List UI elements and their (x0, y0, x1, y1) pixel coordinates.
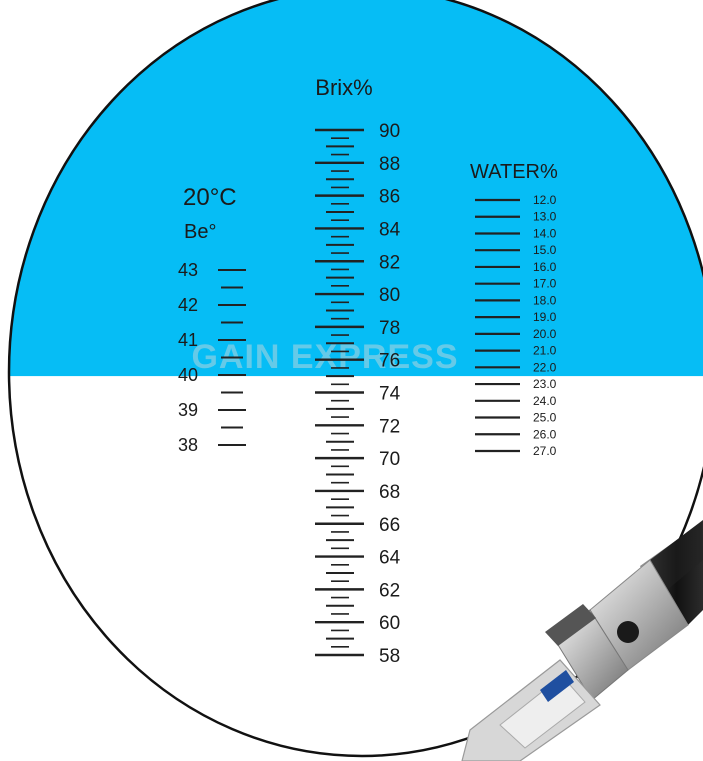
water-tick-label: 18.0 (533, 293, 557, 307)
brix-tick-label: 88 (379, 154, 400, 175)
brix-tick-label: 74 (379, 384, 401, 405)
water-tick-label: 17.0 (533, 277, 557, 291)
brix-tick-label: 64 (379, 548, 401, 569)
water-tick-label: 26.0 (533, 427, 557, 441)
baume-tick-label: 42 (178, 295, 198, 315)
brix-tick-label: 78 (379, 318, 400, 339)
brix-tick-label: 80 (379, 285, 400, 306)
brix-scale-title: Brix% (315, 75, 372, 100)
brix-tick-label: 82 (379, 252, 400, 273)
baume-tick-label: 40 (178, 365, 198, 385)
water-tick-label: 16.0 (533, 260, 557, 274)
water-tick-label: 15.0 (533, 243, 557, 257)
water-tick-label: 25.0 (533, 411, 557, 425)
water-tick-label: 24.0 (533, 394, 557, 408)
brix-tick-label: 90 (379, 121, 400, 142)
water-scale-title: WATER% (470, 161, 558, 183)
refractometer-icon (461, 520, 703, 761)
brix-tick-label: 76 (379, 351, 400, 372)
baume-scale: 43 42 41 40 39 38 (178, 260, 246, 455)
water-tick-label: 20.0 (533, 327, 557, 341)
baume-tick-label: 38 (178, 435, 198, 455)
brix-tick-label: 58 (379, 646, 400, 667)
brix-tick-label: 68 (379, 482, 400, 503)
field-blue-shade (9, 0, 703, 377)
brix-tick-label: 84 (379, 219, 401, 240)
water-tick-label: 19.0 (533, 310, 557, 324)
brix-tick-label: 70 (379, 449, 400, 470)
baume-tick-label: 43 (178, 260, 198, 280)
water-tick-label: 23.0 (533, 377, 557, 391)
water-tick-label: 27.0 (533, 444, 557, 458)
baume-unit-label: Be° (184, 221, 216, 243)
baume-tick-label: 41 (178, 330, 198, 350)
brix-tick-label: 66 (379, 515, 400, 536)
baume-tick-label: 39 (178, 400, 198, 420)
water-tick-label: 14.0 (533, 226, 557, 240)
temperature-label: 20°C (183, 184, 237, 211)
water-scale: 12.0 13.0 14.0 15.0 16.0 17.0 18.0 19.0 20.0 21.0… (475, 193, 557, 458)
water-tick-label: 22.0 (533, 360, 557, 374)
field-outline (7, 0, 703, 758)
brix-tick-label: 62 (379, 580, 400, 601)
water-tick-label: 21.0 (533, 344, 557, 358)
water-tick-label: 12.0 (533, 193, 557, 207)
brix-scale: 90 88 86 84 82 80 78 76 74 72 70 68 66 64 62 60 58 (315, 121, 401, 667)
brix-tick-label: 60 (379, 613, 400, 634)
brix-tick-label: 86 (379, 187, 400, 208)
water-tick-label: 13.0 (533, 210, 557, 224)
brix-tick-label: 72 (379, 416, 400, 437)
